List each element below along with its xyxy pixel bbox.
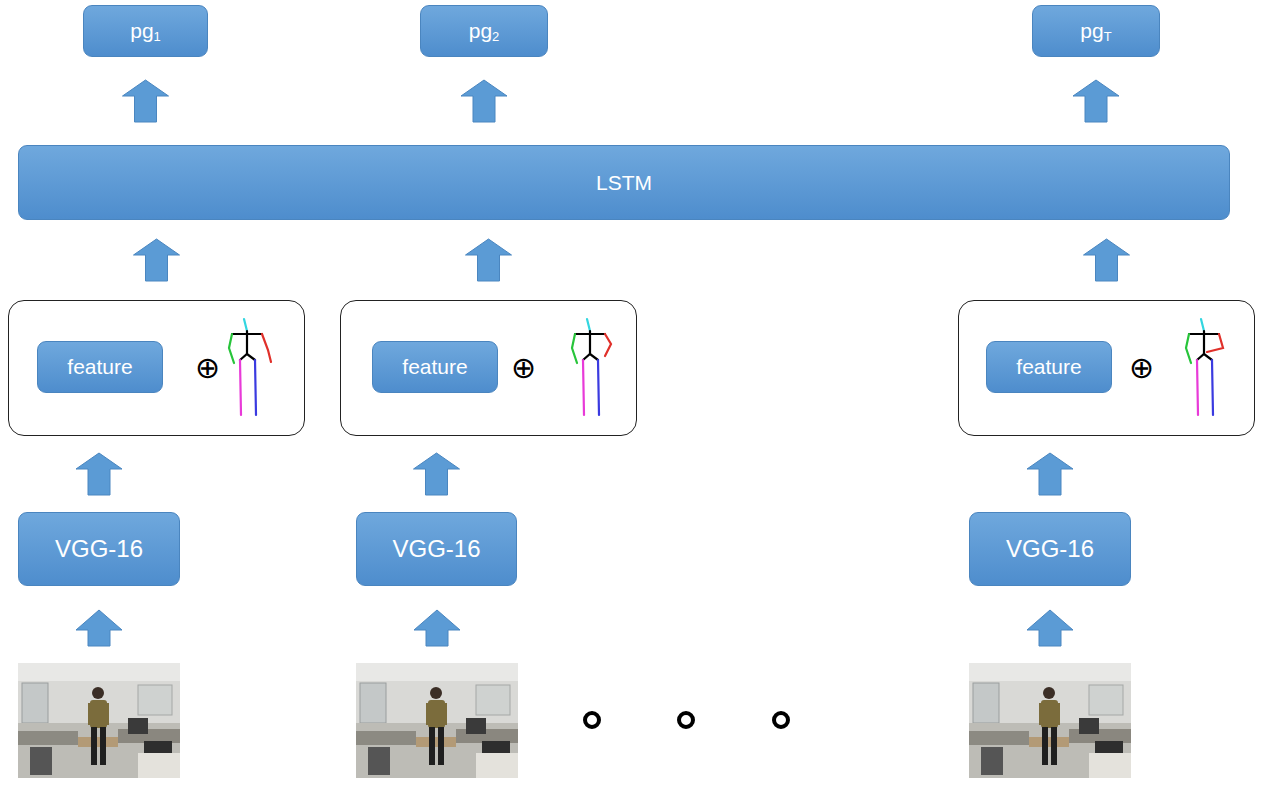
box-label: pg1	[130, 19, 161, 44]
label-text: VGG-16	[392, 535, 480, 562]
label-text: VGG-16	[55, 535, 143, 562]
box-label: VGG-16	[55, 535, 143, 563]
box-label: feature	[67, 355, 132, 379]
fusion-box: ⊕ feature	[8, 300, 305, 436]
flow-arrow	[1027, 453, 1073, 495]
feature-box: feature	[372, 341, 498, 393]
box-label: VGG-16	[1006, 535, 1094, 563]
flow-arrow	[466, 239, 512, 281]
label-text: pg	[1080, 19, 1103, 42]
lstm-band: LSTM	[18, 145, 1230, 220]
label-text: VGG-16	[1006, 535, 1094, 562]
label-text: feature	[1016, 355, 1081, 378]
feature-box: feature	[986, 341, 1112, 393]
output-box: pg2	[420, 5, 548, 57]
cnn-box: VGG-16	[969, 512, 1131, 586]
label-text: feature	[67, 355, 132, 378]
input-frame	[356, 663, 518, 778]
subscript: T	[1104, 29, 1112, 44]
fusion-box: ⊕ feature	[958, 300, 1255, 436]
flow-arrow	[414, 453, 460, 495]
input-arrow	[414, 610, 460, 646]
pose-skeleton	[229, 319, 271, 415]
box-label: pg2	[469, 19, 500, 44]
label-text: pg	[130, 19, 153, 42]
flow-arrow	[461, 80, 507, 122]
input-arrow	[76, 610, 122, 646]
input-frame	[969, 663, 1131, 778]
pose-skeleton	[572, 319, 611, 415]
output-box: pgT	[1032, 5, 1160, 57]
subscript: 1	[154, 29, 161, 44]
concat-symbol: ⊕	[1129, 353, 1154, 383]
label-text: pg	[469, 19, 492, 42]
input-arrow	[1027, 610, 1073, 646]
box-label: pgT	[1080, 19, 1111, 44]
flow-arrow	[76, 453, 122, 495]
box-label: feature	[402, 355, 467, 379]
label-text: LSTM	[596, 171, 652, 194]
box-label: VGG-16	[392, 535, 480, 563]
flow-arrow	[1084, 239, 1130, 281]
ellipsis-dots	[585, 713, 788, 727]
concat-symbol: ⊕	[511, 353, 536, 383]
box-label: LSTM	[596, 171, 652, 195]
flow-arrow	[134, 239, 180, 281]
flow-arrow	[1073, 80, 1119, 122]
feature-box: feature	[37, 341, 163, 393]
label-text: feature	[402, 355, 467, 378]
cnn-box: VGG-16	[18, 512, 180, 586]
cnn-box: VGG-16	[356, 512, 517, 586]
subscript: 2	[492, 29, 499, 44]
output-box: pg1	[83, 5, 208, 57]
concat-symbol: ⊕	[195, 353, 220, 383]
flow-arrow	[123, 80, 169, 122]
fusion-box: ⊕ feature	[340, 300, 637, 436]
pose-skeleton	[1186, 319, 1223, 415]
input-frame	[18, 663, 180, 778]
box-label: feature	[1016, 355, 1081, 379]
